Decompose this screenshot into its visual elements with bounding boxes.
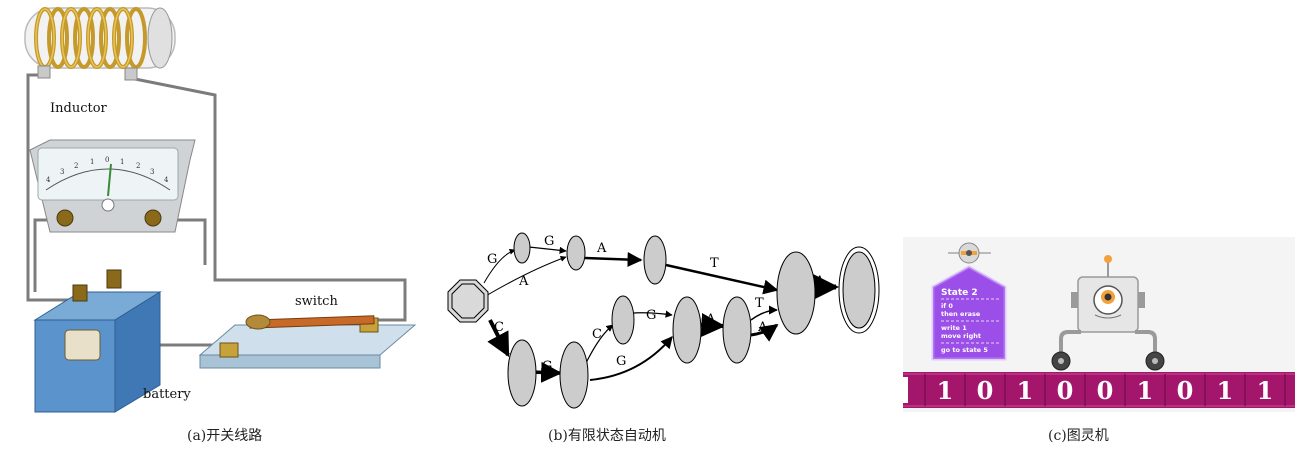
tape-cell: 0 bbox=[977, 376, 994, 405]
state-instruction: go to state 5 bbox=[941, 346, 988, 354]
state-node bbox=[513, 232, 531, 264]
battery-label: battery bbox=[143, 387, 191, 402]
tape bbox=[903, 372, 1295, 408]
meter-scale-1: 3 bbox=[60, 168, 64, 176]
state-node bbox=[611, 295, 635, 345]
tape-cell: 0 bbox=[1177, 376, 1194, 405]
caption-finite-automaton: (b)有限状态自动机 bbox=[548, 428, 666, 444]
panel-turing-machine: State 2 if 0 then erase write 1 move rig… bbox=[903, 237, 1295, 412]
tape-cell: 1 bbox=[1217, 376, 1234, 405]
tape-head-icon bbox=[948, 242, 991, 264]
tape-cell: 0 bbox=[1057, 376, 1074, 405]
tape-cell: 1 bbox=[1257, 376, 1274, 405]
edge-label: T bbox=[710, 256, 719, 271]
panel-finite-automaton: G G A A T C G C G G A T A A bbox=[440, 225, 880, 415]
meter-scale-5: 1 bbox=[120, 158, 124, 166]
state-title: State 2 bbox=[941, 288, 978, 298]
edge-label: C bbox=[592, 327, 602, 342]
edge-label: G bbox=[487, 252, 497, 267]
edge-label: G bbox=[646, 308, 656, 323]
state-node bbox=[776, 251, 816, 335]
state-instruction: move right bbox=[941, 332, 981, 340]
edge-label: A bbox=[596, 241, 607, 256]
tape-cell: 1 bbox=[1137, 376, 1154, 405]
edge-label: C bbox=[494, 320, 504, 335]
tape-cell: 0 bbox=[1097, 376, 1114, 405]
robot-icon bbox=[1051, 255, 1165, 371]
automaton-diagram: G G A A T C G C G G A T A A bbox=[447, 232, 880, 409]
edge-label: G bbox=[542, 359, 552, 374]
circuit-illustration: Inductor 4 3 2 1 0 1 2 3 4 battery bbox=[24, 7, 417, 413]
state-instruction: then erase bbox=[941, 310, 981, 318]
inductor-label: Inductor bbox=[50, 101, 108, 116]
meter-scale-0: 4 bbox=[46, 176, 51, 184]
tape-cell: 1 bbox=[1017, 376, 1034, 405]
edge-label: T bbox=[755, 296, 764, 311]
state-node bbox=[672, 296, 702, 364]
inductor-coil-icon bbox=[24, 7, 176, 81]
edge-label: A bbox=[705, 312, 716, 327]
meter-scale-4: 0 bbox=[105, 156, 109, 164]
edge-label: A bbox=[518, 274, 529, 289]
tape-cell: 1 bbox=[937, 376, 954, 405]
edge-label: A bbox=[814, 274, 825, 289]
state-card bbox=[931, 265, 1007, 361]
caption-turing-machine: (c)图灵机 bbox=[1048, 428, 1109, 444]
panel-switch-circuit: Inductor 4 3 2 1 0 1 2 3 4 battery bbox=[10, 0, 430, 415]
galvanometer-icon bbox=[29, 139, 196, 233]
state-instruction: write 1 bbox=[941, 324, 967, 332]
edge-label: G bbox=[616, 354, 626, 369]
state-node bbox=[643, 235, 667, 285]
state-node bbox=[566, 235, 586, 271]
battery-icon bbox=[33, 269, 162, 413]
switch-label: switch bbox=[295, 294, 338, 309]
state-node bbox=[507, 339, 537, 407]
meter-scale-8: 4 bbox=[164, 176, 169, 184]
switch-icon bbox=[198, 314, 417, 369]
automaton-edges bbox=[483, 246, 839, 383]
caption-switch-circuit: (a)开关线路 bbox=[187, 428, 263, 444]
automaton-states bbox=[507, 232, 816, 409]
start-state bbox=[447, 279, 489, 323]
turing-machine-illustration: State 2 if 0 then erase write 1 move rig… bbox=[903, 237, 1295, 412]
meter-scale-7: 3 bbox=[150, 168, 154, 176]
meter-scale-6: 2 bbox=[136, 162, 140, 170]
state-node bbox=[559, 341, 589, 409]
edge-label: G bbox=[544, 234, 554, 249]
edge-label: A bbox=[757, 320, 768, 335]
state-instruction: if 0 bbox=[941, 302, 953, 310]
meter-scale-2: 2 bbox=[74, 162, 78, 170]
meter-scale-3: 1 bbox=[90, 158, 94, 166]
state-node bbox=[722, 296, 752, 364]
